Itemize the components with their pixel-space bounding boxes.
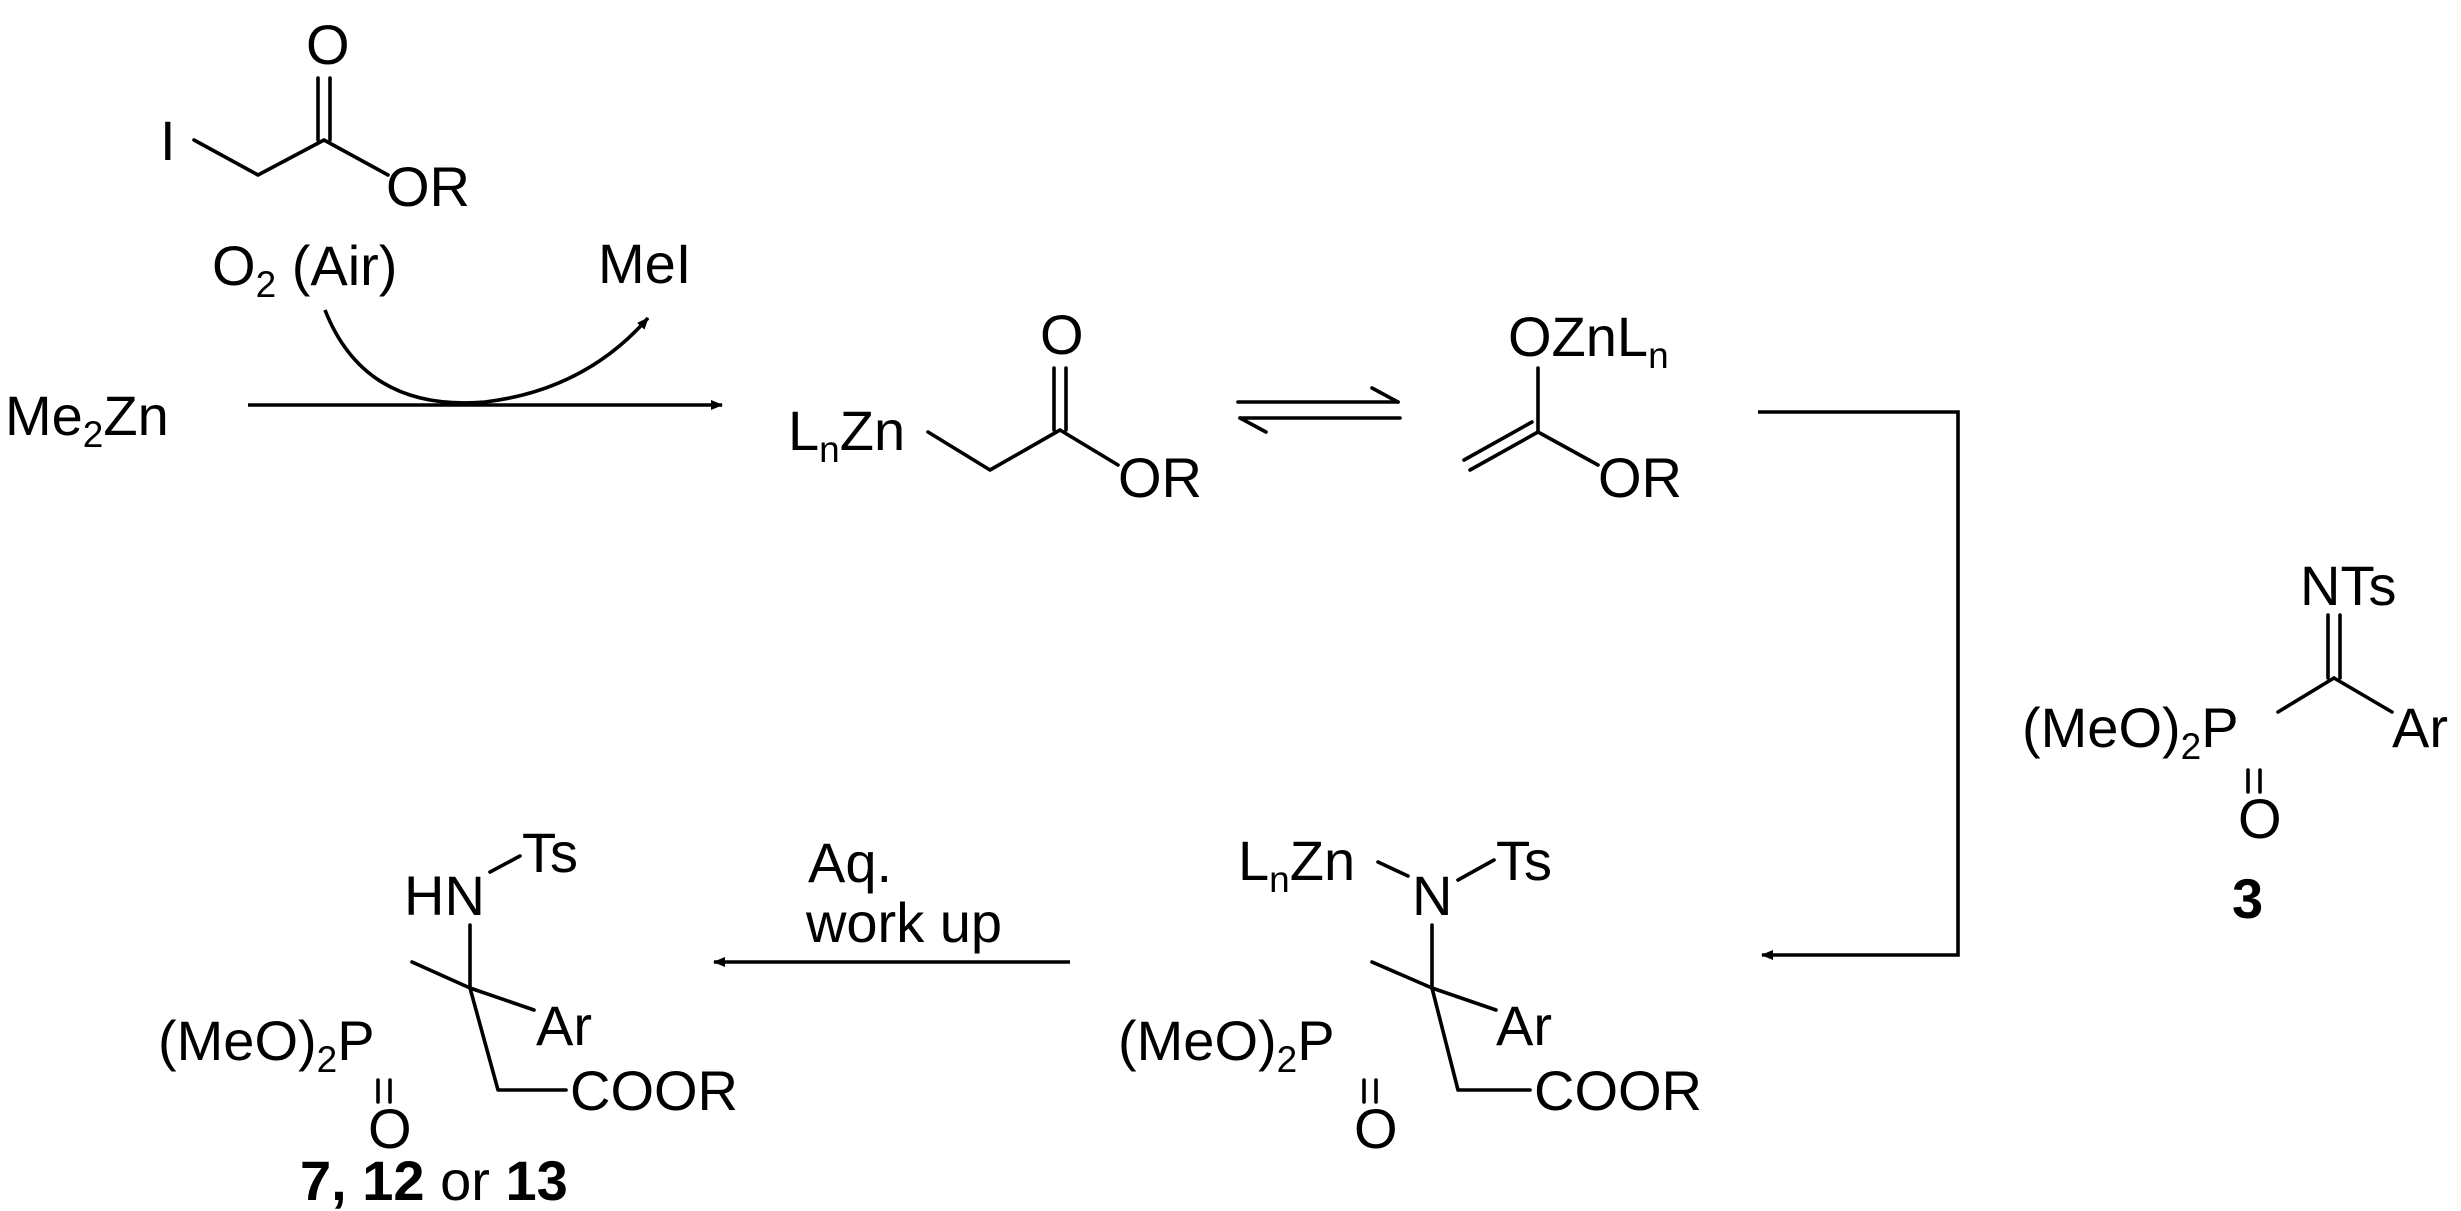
imine-phosphonate-label: (MeO)2P — [2022, 696, 2239, 767]
enolate-double-bond-2 — [1462, 420, 1534, 462]
workup-line1-label: Aq. — [808, 831, 892, 894]
product-c-p-bond — [410, 960, 472, 990]
iodine-atom-label: I — [160, 109, 176, 172]
iodoacetate-structure: I O OR — [160, 13, 470, 218]
mei-byproduct-label: MeI — [598, 232, 691, 295]
dimethylzinc-label: Me2Zn — [5, 384, 169, 455]
adduct-po-oxygen-label: O — [1354, 1097, 1398, 1160]
adduct-coor-label: COOR — [1534, 1059, 1702, 1122]
compound-3-label: 3 — [2232, 867, 2263, 930]
nts-label: NTs — [2300, 554, 2396, 617]
product-po-oxygen-label: O — [368, 1097, 412, 1160]
connector-arrow — [1758, 410, 1960, 960]
oxygen-reagent-label: O2 (Air) — [212, 234, 397, 305]
zinc-enolate-structure: OZnLn OR — [1462, 305, 1682, 509]
imine-p-bond — [2276, 676, 2336, 714]
zinc-ester-bonds — [926, 428, 1120, 472]
product-coor-label: COOR — [570, 1059, 738, 1122]
enolate-double-bond-1 — [1468, 430, 1540, 472]
ester-or-label-2: OR — [1118, 446, 1202, 509]
adduct-phosphonate-label: (MeO)2P — [1118, 1009, 1335, 1080]
enolate-or-bond — [1536, 430, 1600, 467]
product-ch2-bonds — [468, 986, 568, 1092]
adduct-n-ts-bond — [1456, 858, 1496, 882]
product-phosphonate-label: (MeO)2P — [158, 1009, 375, 1080]
product-hn-label: HN — [404, 864, 485, 927]
product-n-ts-bond — [488, 854, 522, 874]
workup-line2-label: work up — [805, 891, 1002, 954]
lnzn-label: LnZn — [788, 399, 905, 470]
adduct-nitrogen-label: N — [1412, 864, 1452, 927]
adduct-structure: LnZn N Ts Ar (MeO)2P O COOR — [1118, 829, 1702, 1160]
equilibrium-arrows — [1236, 386, 1402, 434]
product-c-ar-bond — [468, 986, 536, 1012]
imine-ar-bond — [2332, 676, 2394, 714]
imine-po-oxygen-label: O — [2238, 787, 2282, 850]
ester-or-label: OR — [386, 155, 470, 218]
compound-label-product: 7, 12 or 13 — [300, 1149, 568, 1211]
carbonyl-oxygen-label-2: O — [1040, 303, 1084, 366]
adduct-c-ar-bond — [1430, 986, 1498, 1012]
product-ar-label: Ar — [536, 994, 592, 1057]
ozn-label: OZnLn — [1508, 305, 1669, 376]
adduct-ts-label: Ts — [1496, 829, 1552, 892]
adduct-ar-label: Ar — [1496, 994, 1552, 1057]
imine-ar-label: Ar — [2392, 696, 2448, 759]
product-structure: HN Ts Ar (MeO)2P O COOR 7, 12 or 13 — [158, 821, 738, 1211]
zinc-ester-structure: LnZn O OR — [788, 303, 1202, 509]
ester-or-label-3: OR — [1598, 446, 1682, 509]
adduct-ch2-bonds — [1430, 986, 1532, 1092]
product-ts-label: Ts — [522, 821, 578, 884]
adduct-zn-n-bond — [1376, 860, 1410, 878]
carbonyl-oxygen-label: O — [306, 13, 350, 76]
imine-structure: NTs Ar (MeO)2P O 3 — [2022, 554, 2448, 930]
adduct-lnzn-label: LnZn — [1238, 829, 1355, 900]
curved-arrow — [323, 309, 650, 405]
iodoacetate-bonds — [192, 138, 390, 177]
adduct-c-p-bond — [1370, 960, 1434, 990]
